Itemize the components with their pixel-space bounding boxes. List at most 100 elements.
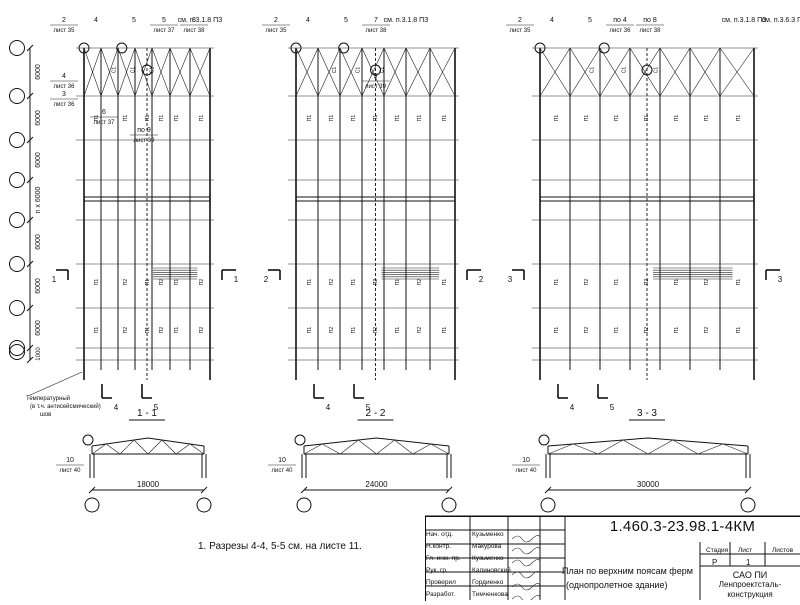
dimension-label: 1000	[36, 347, 42, 361]
sheet-title: План по верхним поясам ферм	[562, 566, 693, 576]
section-mark: 1	[234, 275, 239, 284]
truss-diagonal	[358, 439, 377, 455]
element-label: П1	[674, 115, 680, 122]
dimension-tick	[26, 216, 34, 224]
truss-top-chord	[91, 437, 205, 447]
node-marker	[78, 42, 90, 54]
cut-label: 4	[570, 403, 575, 412]
axis-bubble	[9, 212, 25, 228]
callout-number: см. п.3.1.8 ПЗ	[722, 17, 767, 24]
brace	[134, 47, 153, 97]
callout-sheet: лист 35	[266, 28, 288, 34]
callout-number: по 9	[137, 127, 151, 134]
callout-number: по 8	[643, 17, 657, 24]
brace-label: С1	[112, 67, 118, 74]
callout-sheet: лист 40	[272, 468, 294, 474]
callout-number: 4	[306, 17, 310, 24]
staff-name: Гордиенко	[472, 579, 504, 586]
truss-diagonal	[189, 443, 205, 455]
element-label: П1	[94, 327, 100, 334]
section-mark: 2	[264, 275, 269, 284]
element-label: П2	[373, 279, 379, 286]
callout-number: 6	[102, 109, 106, 116]
axis-bubble	[740, 497, 756, 513]
element-label: П2	[644, 327, 650, 334]
callout-number: 5	[162, 17, 166, 24]
callout-number: 2	[274, 17, 278, 24]
callout-sheet: лист 38	[184, 28, 206, 34]
staff-role: Н.контр.	[426, 543, 452, 550]
organization-line-3: конструкция	[727, 590, 773, 599]
axis-bubble	[9, 300, 25, 316]
callout-sheet: лист 35	[510, 28, 532, 34]
sheet-subtitle: (однопролетное здание)	[566, 580, 668, 590]
section-mark: 2	[479, 275, 484, 284]
dimension-tick	[26, 260, 34, 268]
truss-diagonal	[597, 439, 624, 455]
callout-sheet: лист 36	[54, 84, 76, 90]
brace	[689, 47, 721, 97]
node-marker	[370, 64, 381, 76]
truss-diagonal	[340, 439, 359, 455]
brace	[117, 47, 136, 97]
joint-label: Температурный	[26, 395, 70, 402]
axis-bubble	[9, 344, 25, 360]
callout-number: 8	[192, 17, 196, 24]
brace-label: С1	[130, 67, 136, 74]
element-label: П1	[417, 115, 423, 122]
element-label: П1	[123, 115, 129, 122]
brace	[151, 47, 171, 97]
dimension-tick	[26, 304, 34, 312]
element-label: П1	[644, 115, 650, 122]
element-label: П1	[199, 115, 205, 122]
callout-number: 9	[374, 73, 378, 80]
element-label: П2	[159, 279, 165, 286]
section-mark: 1	[52, 275, 57, 284]
element-label: П2	[123, 279, 129, 286]
truss-diagonal	[147, 439, 163, 455]
element-label: П1	[159, 115, 165, 122]
element-label: П2	[417, 279, 423, 286]
axis-bubble	[441, 497, 457, 513]
span-label: 18000	[137, 480, 160, 489]
element-label: П1	[554, 279, 560, 286]
callout-sheet: лист 39	[134, 138, 156, 144]
brace	[295, 47, 319, 97]
brace-label: С1	[654, 67, 660, 74]
stage-label: Стадия	[706, 547, 729, 554]
axis-bubble	[9, 88, 25, 104]
element-label: П2	[329, 279, 335, 286]
brace	[361, 47, 385, 97]
element-label: П1	[145, 327, 151, 334]
general-note: 1. Разрезы 4-4, 5-5 см. на листе 11.	[198, 541, 362, 552]
dimension-label: 6000	[35, 64, 42, 80]
span-label: 30000	[637, 480, 660, 489]
element-label: П2	[584, 327, 590, 334]
truss-top-chord	[547, 437, 749, 447]
dimension-tick	[26, 136, 34, 144]
staff-name: Кузьменко	[472, 531, 504, 538]
element-label: П1	[174, 279, 180, 286]
callout-number: 10	[522, 457, 530, 464]
element-label: П1	[736, 279, 742, 286]
callout-sheet: лист 38	[366, 28, 388, 34]
staff-role: Нач. отд.	[426, 531, 453, 538]
brace	[189, 47, 211, 97]
brace	[100, 47, 119, 97]
callout-number: 7	[374, 17, 378, 24]
brace	[659, 47, 691, 97]
callout-number: по 4	[613, 17, 627, 24]
brace	[83, 47, 102, 97]
element-label: П1	[351, 279, 357, 286]
truss-diagonal	[91, 443, 107, 455]
staff-name: Кузьменко	[472, 555, 504, 562]
element-label: П2	[704, 279, 710, 286]
section-mark: 3	[508, 275, 513, 284]
span-label: 24000	[365, 480, 388, 489]
truss-diagonal	[119, 439, 135, 455]
joint-leader	[27, 371, 83, 397]
signature-scribble	[511, 547, 541, 555]
axis-bubble	[9, 256, 25, 272]
axis-bubble	[9, 40, 25, 56]
element-label: П1	[442, 279, 448, 286]
